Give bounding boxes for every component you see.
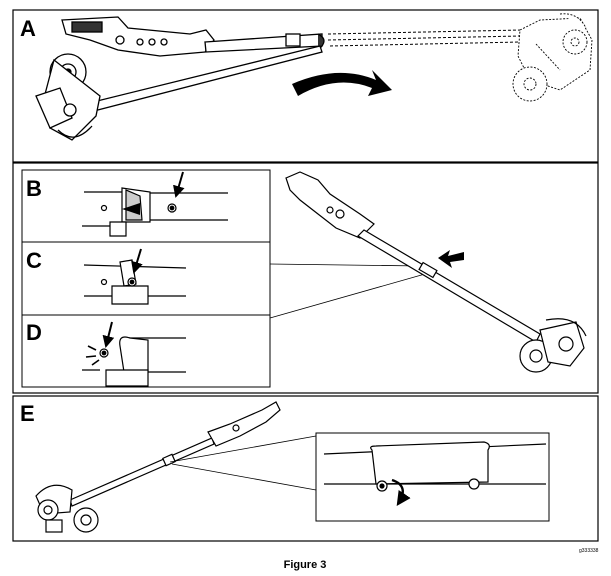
panel-e-frame xyxy=(12,395,599,542)
panel-e-detail xyxy=(315,432,550,522)
panel-e: E xyxy=(12,395,599,542)
panel-d-label: D xyxy=(26,320,42,345)
edger-lying xyxy=(35,401,281,533)
push-arrow-icon xyxy=(122,203,140,215)
pointer-arrow-icon xyxy=(102,321,115,348)
edger-folded xyxy=(35,16,325,141)
panel-a-label: A xyxy=(20,16,36,41)
figure-caption: Figure 3 xyxy=(284,559,327,571)
panel-e-label: E xyxy=(20,401,35,426)
panel-a: A xyxy=(12,9,599,163)
rotate-arrow-icon xyxy=(292,70,392,96)
callout-lines xyxy=(169,435,317,491)
panel-c: C xyxy=(21,241,271,316)
callout-lines xyxy=(269,263,433,319)
panel-b-label: B xyxy=(26,176,42,201)
pointer-arrow-icon xyxy=(173,171,185,198)
panel-a-frame xyxy=(12,9,599,163)
push-arrow-icon xyxy=(438,250,464,268)
edger-unfolded-ghost xyxy=(512,13,593,102)
pointer-arrow-icon xyxy=(131,248,143,274)
panel-c-label: C xyxy=(26,248,42,273)
edger-assembled xyxy=(285,171,587,373)
panel-d: D xyxy=(21,314,271,388)
rotate-arrow-icon xyxy=(391,478,411,506)
graphic-id: g333338 xyxy=(579,548,599,554)
tighten-sparks-icon xyxy=(85,345,100,366)
panel-bcd-frame xyxy=(12,162,599,394)
panel-bcd: B C xyxy=(12,162,599,394)
panel-b: B xyxy=(21,169,271,243)
ghost-shaft xyxy=(327,29,523,47)
